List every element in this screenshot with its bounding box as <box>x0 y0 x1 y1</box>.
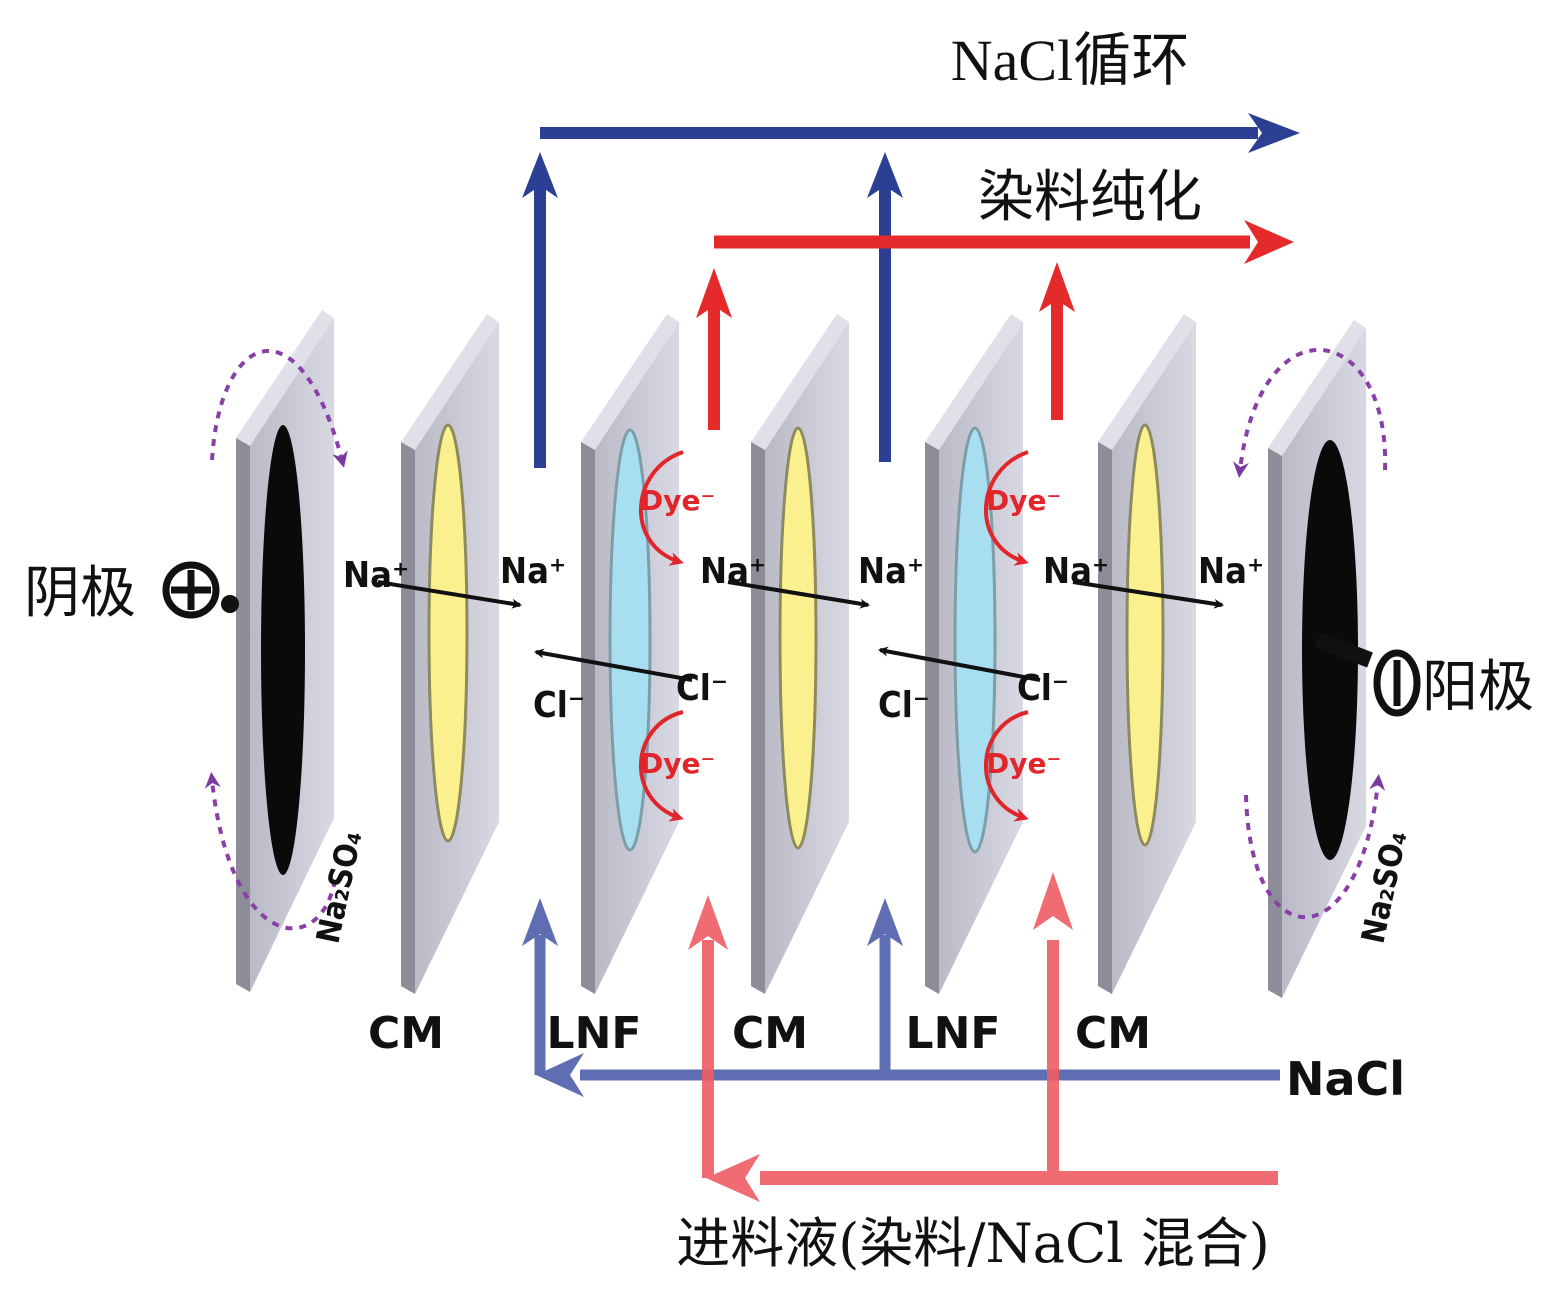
membrane-lnf-2 <box>925 314 1023 994</box>
membrane-label: LNF <box>547 1008 642 1059</box>
membrane-label: CM <box>368 1008 444 1059</box>
ion-transport <box>377 580 1224 682</box>
dye-purification-label: 染料纯化 <box>978 165 1202 230</box>
ion-labels: Na⁺ Na⁺ Na⁺ Na⁺ Na⁺ Na⁺ Cl⁻ Cl⁻ Cl⁻ Cl⁻ <box>343 551 1264 726</box>
ion-dye: Dye⁻ <box>640 484 715 517</box>
electrolyte-label-right: Na₂SO₄ <box>1354 827 1415 946</box>
cathode-label: 阴极 <box>24 561 136 626</box>
dye-rejection <box>639 450 1029 822</box>
membrane-labels: CM LNF CM LNF CM <box>368 1008 1151 1059</box>
nacl-inlet-flow <box>522 898 1280 1097</box>
membrane-cm-3 <box>1098 314 1196 994</box>
ion-na: Na⁺ <box>343 555 409 596</box>
minus-icon <box>1373 649 1421 717</box>
membrane-cm-2 <box>751 314 849 994</box>
dye-purification-flow <box>696 220 1294 430</box>
plus-icon <box>162 561 220 619</box>
ion-cl: Cl⁻ <box>1017 668 1069 709</box>
membrane-label: CM <box>732 1008 808 1059</box>
ion-na: Na⁺ <box>858 551 924 592</box>
cathode-electrode <box>261 425 305 875</box>
feed-inlet-flow <box>688 872 1278 1202</box>
anode-label: 阳极 <box>1422 655 1534 720</box>
cathode-recirculation <box>204 349 348 931</box>
ion-na: Na⁺ <box>1198 551 1264 592</box>
ion-dye: Dye⁻ <box>986 484 1061 517</box>
membrane-label: CM <box>1075 1008 1151 1059</box>
ion-cl: Cl⁻ <box>533 685 585 726</box>
anode-plate <box>1268 320 1373 998</box>
nacl-cycle-flow <box>522 113 1300 468</box>
dye-labels: Dye⁻ Dye⁻ Dye⁻ Dye⁻ <box>640 484 1061 780</box>
membrane-lnf-1 <box>581 314 679 994</box>
ion-cl: Cl⁻ <box>878 685 930 726</box>
ion-dye: Dye⁻ <box>986 747 1061 780</box>
membrane-label: LNF <box>906 1008 1001 1059</box>
ion-na: Na⁺ <box>700 551 766 592</box>
membrane-cm-1 <box>401 314 499 994</box>
ion-dye: Dye⁻ <box>640 747 715 780</box>
cathode-plate <box>221 310 334 992</box>
ion-cl: Cl⁻ <box>676 668 728 709</box>
anode-recirculation <box>1232 348 1388 920</box>
nacl-cycle-label: NaCl循环 <box>951 28 1189 93</box>
nacl-inlet-label: NaCl <box>1286 1052 1405 1106</box>
feed-label: 进料液(染料/NaCl 混合) <box>676 1212 1270 1275</box>
ion-na: Na⁺ <box>500 551 566 592</box>
ion-na: Na⁺ <box>1043 551 1109 592</box>
